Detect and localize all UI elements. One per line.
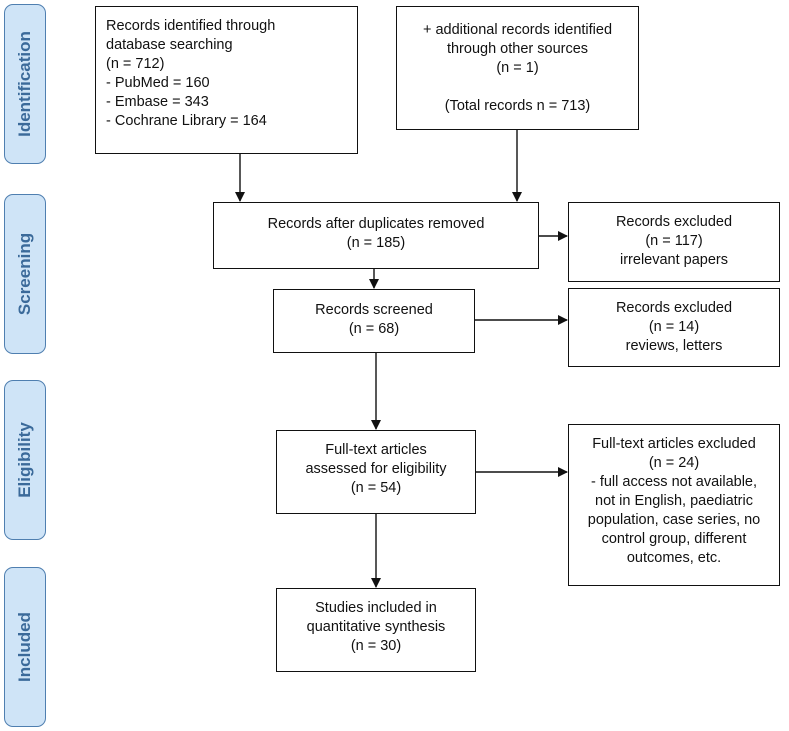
other-sources-line: (Total records n = 713) bbox=[444, 98, 591, 114]
screened-box: Records screened (n = 68) bbox=[273, 289, 475, 353]
after-duplicates-box: Records after duplicates removed (n = 18… bbox=[213, 202, 539, 269]
screened-line: Records screened bbox=[315, 302, 433, 318]
full-text-excluded-line: population, case series, no bbox=[587, 512, 761, 528]
db-search-line: Records identified through bbox=[106, 18, 276, 34]
full-text-excluded-line: (n = 24) bbox=[648, 455, 700, 471]
full-text-excluded-box: Full-text articles excluded (n = 24) - f… bbox=[568, 424, 780, 586]
db-search-line: database searching bbox=[106, 37, 233, 53]
phase-screening: Screening bbox=[4, 194, 46, 354]
excluded-irrelevant-box: Records excluded (n = 117) irrelevant pa… bbox=[568, 202, 780, 282]
excluded-reviews-line: reviews, letters bbox=[625, 338, 723, 354]
full-text-line: Full-text articles bbox=[325, 442, 427, 458]
db-search-line: - Cochrane Library = 164 bbox=[106, 113, 267, 129]
db-search-line: (n = 712) bbox=[106, 56, 165, 72]
other-sources-line: (n = 1) bbox=[496, 60, 539, 76]
excluded-irrelevant-line: Records excluded bbox=[615, 214, 733, 230]
after-duplicates-line: Records after duplicates removed bbox=[267, 216, 485, 232]
other-sources-box: + additional records identified through … bbox=[396, 6, 639, 130]
db-search-line: - Embase = 343 bbox=[106, 94, 209, 110]
full-text-line: assessed for eligibility bbox=[305, 461, 447, 477]
included-line: quantitative synthesis bbox=[306, 619, 446, 635]
full-text-excluded-line: control group, different bbox=[601, 531, 747, 547]
full-text-excluded-line: Full-text articles excluded bbox=[592, 436, 756, 452]
full-text-excluded-line: not in English, paediatric bbox=[595, 493, 753, 509]
db-search-line: - PubMed = 160 bbox=[106, 75, 210, 91]
excluded-irrelevant-line: (n = 117) bbox=[645, 233, 703, 249]
full-text-box: Full-text articles assessed for eligibil… bbox=[276, 430, 476, 514]
included-box: Studies included in quantitative synthes… bbox=[276, 588, 476, 672]
excluded-reviews-box: Records excluded (n = 14) reviews, lette… bbox=[568, 288, 780, 367]
db-search-box: Records identified through database sear… bbox=[95, 6, 358, 154]
included-line: (n = 30) bbox=[350, 638, 402, 654]
full-text-line: (n = 54) bbox=[350, 480, 402, 496]
screened-line: (n = 68) bbox=[348, 321, 400, 337]
phase-included: Included bbox=[4, 567, 46, 727]
excluded-irrelevant-line: irrelevant papers bbox=[620, 252, 728, 268]
excluded-reviews-line: Records excluded bbox=[615, 300, 733, 316]
phase-eligibility: Eligibility bbox=[4, 380, 46, 540]
after-duplicates-line: (n = 185) bbox=[346, 235, 406, 251]
phase-identification: Identification bbox=[4, 4, 46, 164]
included-line: Studies included in bbox=[315, 600, 437, 616]
full-text-excluded-line: - full access not available, bbox=[590, 474, 758, 490]
full-text-excluded-line: outcomes, etc. bbox=[626, 550, 722, 566]
other-sources-line: + additional records identified bbox=[422, 22, 613, 38]
other-sources-line: through other sources bbox=[446, 41, 589, 57]
excluded-reviews-line: (n = 14) bbox=[648, 319, 700, 335]
